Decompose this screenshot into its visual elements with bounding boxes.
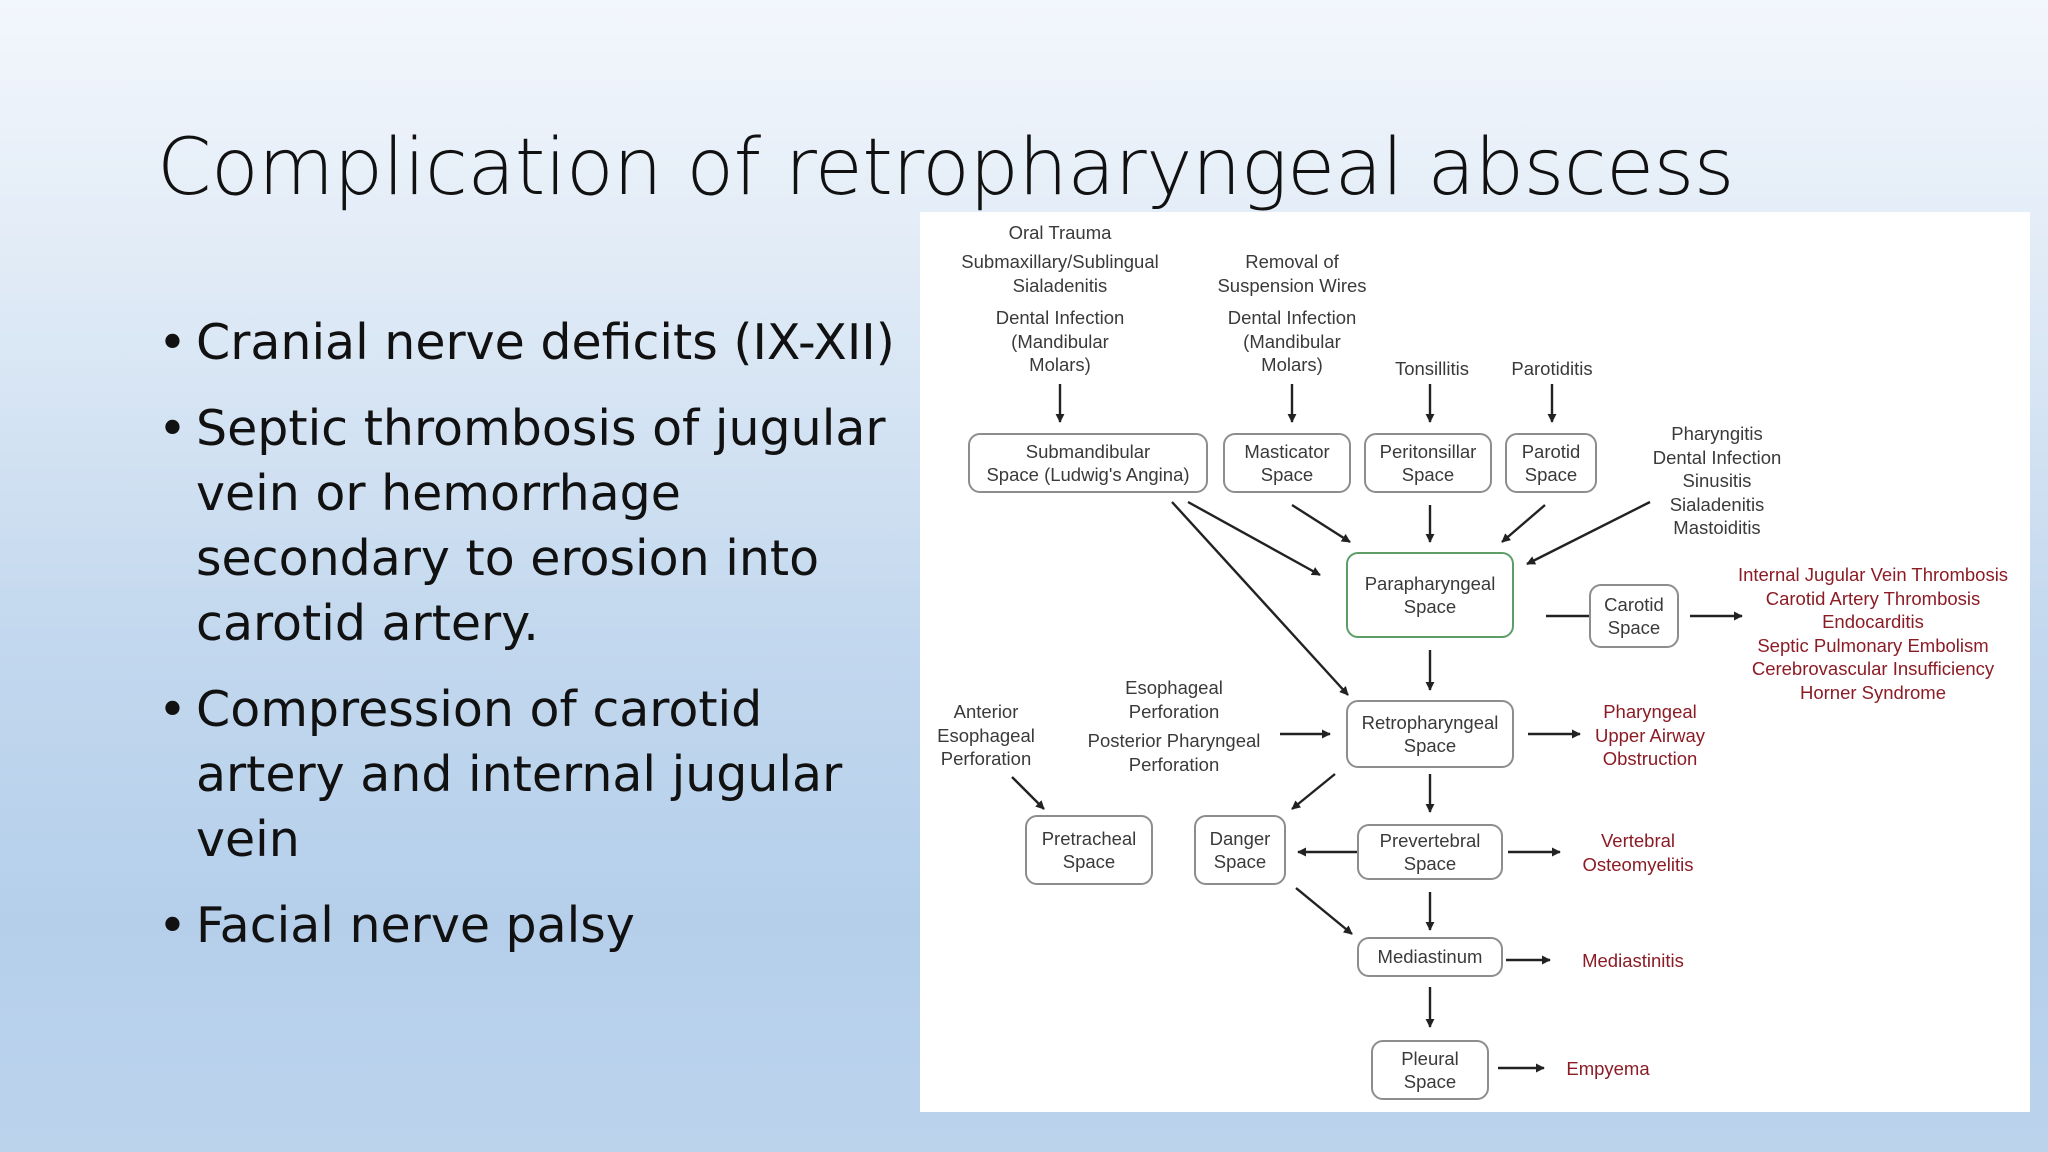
bullet-symbol: •	[158, 400, 187, 457]
bullet-item: •Septic thrombosis of jugular vein or he…	[158, 396, 898, 656]
flowchart-diagram: Oral Trauma Submaxillary/Sublingual Sial…	[920, 212, 2030, 1112]
arrow	[1501, 504, 1546, 543]
flowchart-arrows	[1011, 384, 1743, 1073]
arrow	[1187, 500, 1321, 577]
removal-wires-label: Removal of Suspension Wires	[1217, 251, 1367, 296]
tonsillitis-label: Tonsillitis	[1394, 358, 1470, 379]
parapharyngeal-space-box: Parapharyngeal Space	[1346, 552, 1514, 638]
bullet-text: Cranial nerve deficits (IX-XII)	[196, 314, 895, 371]
bullet-symbol: •	[158, 681, 187, 738]
arrow	[1011, 776, 1045, 810]
esophageal-perforation-label: Esophageal Perforation	[1125, 677, 1223, 722]
prevertebral-space-box: Prevertebral Space	[1357, 824, 1503, 880]
masticator-space-box: Masticator Space	[1223, 433, 1351, 493]
retropharyngeal-space-box: Retropharyngeal Space	[1346, 700, 1514, 768]
arrow	[1291, 503, 1351, 544]
carotid-space-box: Carotid Space	[1589, 584, 1679, 648]
bullet-item: •Facial nerve palsy	[158, 893, 898, 958]
dental-infection-label: Dental Infection (Mandibular Molars)	[1227, 307, 1357, 375]
bullet-text: Facial nerve palsy	[196, 897, 635, 954]
slide-title: Complication of retropharyngeal abscess	[157, 123, 1734, 213]
oral-trauma-label: Oral Trauma	[1008, 222, 1112, 243]
arrow	[1295, 887, 1353, 935]
pretracheal-space-box: Pretracheal Space	[1025, 815, 1153, 885]
bullet-list: •Cranial nerve deficits (IX-XII) •Septic…	[158, 310, 898, 979]
arrow	[1526, 500, 1651, 566]
bullet-symbol: •	[158, 897, 187, 954]
bullet-item: •Compression of carotid artery and inter…	[158, 677, 898, 872]
parotid-space-box: Parotid Space	[1505, 433, 1597, 493]
submaxillary-label: Submaxillary/Sublingual Sialadenitis	[961, 251, 1159, 296]
bullet-item: •Cranial nerve deficits (IX-XII)	[158, 310, 898, 375]
mediastinum-box: Mediastinum	[1357, 937, 1503, 977]
peritonsillar-space-box: Peritonsillar Space	[1364, 433, 1492, 493]
carotid-complications-text: Internal Jugular Vein Thrombosis Carotid…	[1737, 564, 2009, 703]
anterior-esophageal-label: Anterior Esophageal Perforation	[937, 701, 1035, 769]
empyema-text: Empyema	[1566, 1058, 1650, 1079]
vertebral-osteomyelitis-text: Vertebral Osteomyelitis	[1582, 830, 1694, 875]
danger-space-box: Danger Space	[1194, 815, 1286, 885]
bullet-symbol: •	[158, 314, 187, 371]
pleural-space-box: Pleural Space	[1371, 1040, 1489, 1100]
mediastinitis-text: Mediastinitis	[1582, 950, 1684, 971]
dental-infection-label: Dental Infection (Mandibular Molars)	[995, 307, 1125, 375]
arrow	[1291, 773, 1336, 810]
arrow	[1171, 501, 1349, 696]
airway-obstruction-text: Pharyngeal Upper Airway Obstruction	[1594, 701, 1706, 769]
parotiditis-label: Parotiditis	[1511, 358, 1593, 379]
bullet-text: Compression of carotid artery and intern…	[196, 681, 843, 868]
bullet-text: Septic thrombosis of jugular vein or hem…	[196, 400, 886, 652]
pharyngitis-list-label: Pharyngitis Dental Infection Sinusitis S…	[1652, 423, 1782, 538]
posterior-pharyngeal-label: Posterior Pharyngeal Perforation	[1087, 730, 1261, 775]
submandibular-space-box: Submandibular Space (Ludwig's Angina)	[968, 433, 1208, 493]
